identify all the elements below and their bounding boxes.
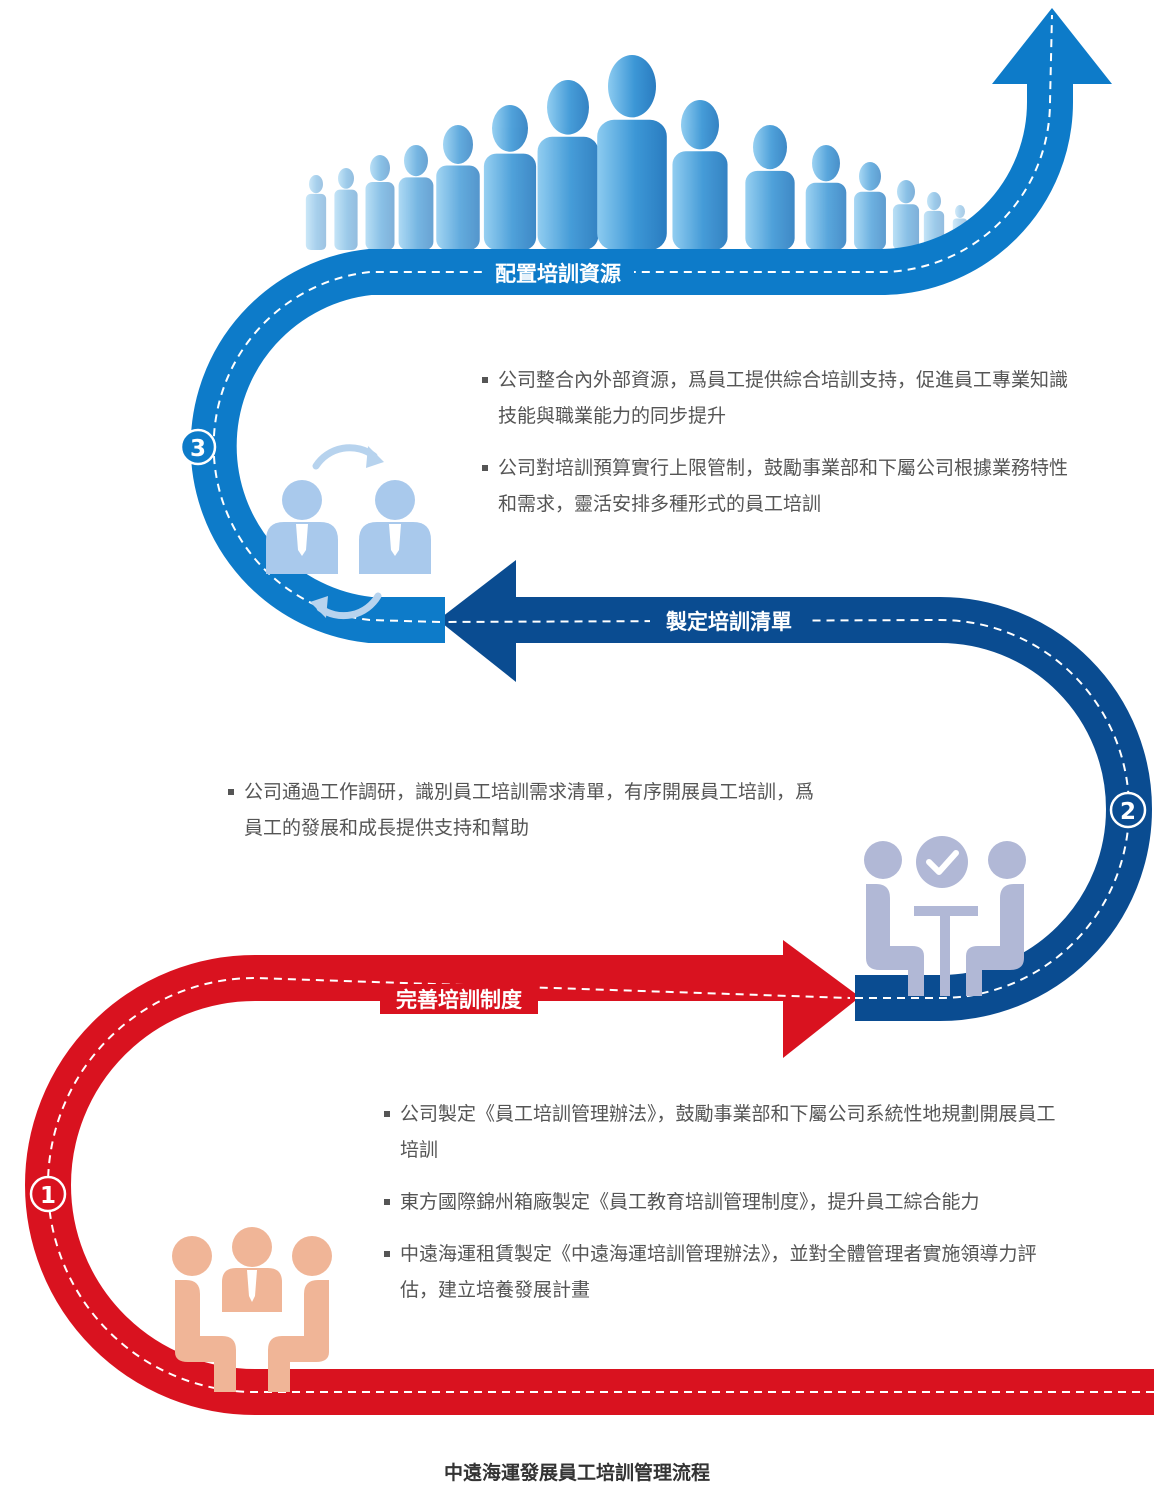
crowd-of-people-icon: [305, 54, 968, 250]
stage-1-number-badge: [29, 1175, 67, 1213]
stage-2-title: 製定培訓清單: [665, 610, 792, 634]
stage-3-band: [190, 8, 1112, 643]
stage-2-title-bg: [650, 606, 808, 636]
checklist-meeting-icon: [864, 836, 1026, 996]
stage-1-description: 公司製定《員工培訓管理辦法》，鼓勵事業部和下屬公司系統性地規劃開展員工培訓 東方…: [384, 1096, 1074, 1324]
stage-1-bullet: 中遠海運租賃製定《中遠海運培訓管理辦法》，並對全體管理者實施領導力評估，建立培養…: [384, 1236, 1074, 1308]
stage-3-bullet: 公司對培訓預算實行上限管制，鼓勵事業部和下屬公司根據業務特性和需求，靈活安排多種…: [482, 450, 1072, 522]
stage-2-number: 2: [1120, 799, 1136, 825]
stage-3-title: 配置培訓資源: [495, 262, 621, 286]
stage-1-bullet: 公司製定《員工培訓管理辦法》，鼓勵事業部和下屬公司系統性地規劃開展員工培訓: [384, 1096, 1074, 1168]
stage-1-title: 完善培訓制度: [396, 988, 522, 1012]
stage-3-bullet: 公司整合內外部資源，爲員工提供綜合培訓支持，促進員工專業知識技能與職業能力的同步…: [482, 362, 1072, 434]
meeting-people-icon: [172, 1227, 332, 1392]
stage-3-description: 公司整合內外部資源，爲員工提供綜合培訓支持，促進員工專業知識技能與職業能力的同步…: [482, 362, 1072, 538]
stage-2-bullet: 公司通過工作調研，識別員工培訓需求清單，有序開展員工培訓，爲員工的發展和成長提供…: [228, 774, 818, 846]
stage-1-number: 1: [40, 1183, 56, 1209]
stage-3-title-bg: [482, 258, 634, 288]
stage-3-number-badge: [179, 428, 217, 466]
stage-1-title-bg: [380, 984, 538, 1014]
stage-3-number: 3: [190, 436, 206, 462]
stage-1-bullet: 東方國際錦州箱廠製定《員工教育培訓管理制度》，提升員工綜合能力: [384, 1184, 1074, 1220]
exchange-people-icon: [266, 444, 431, 620]
stage-2-description: 公司通過工作調研，識別員工培訓需求清單，有序開展員工培訓，爲員工的發展和成長提供…: [228, 774, 818, 862]
stage-2-number-badge: [1109, 791, 1147, 829]
diagram-caption: 中遠海運發展員工培訓管理流程: [443, 1462, 710, 1484]
